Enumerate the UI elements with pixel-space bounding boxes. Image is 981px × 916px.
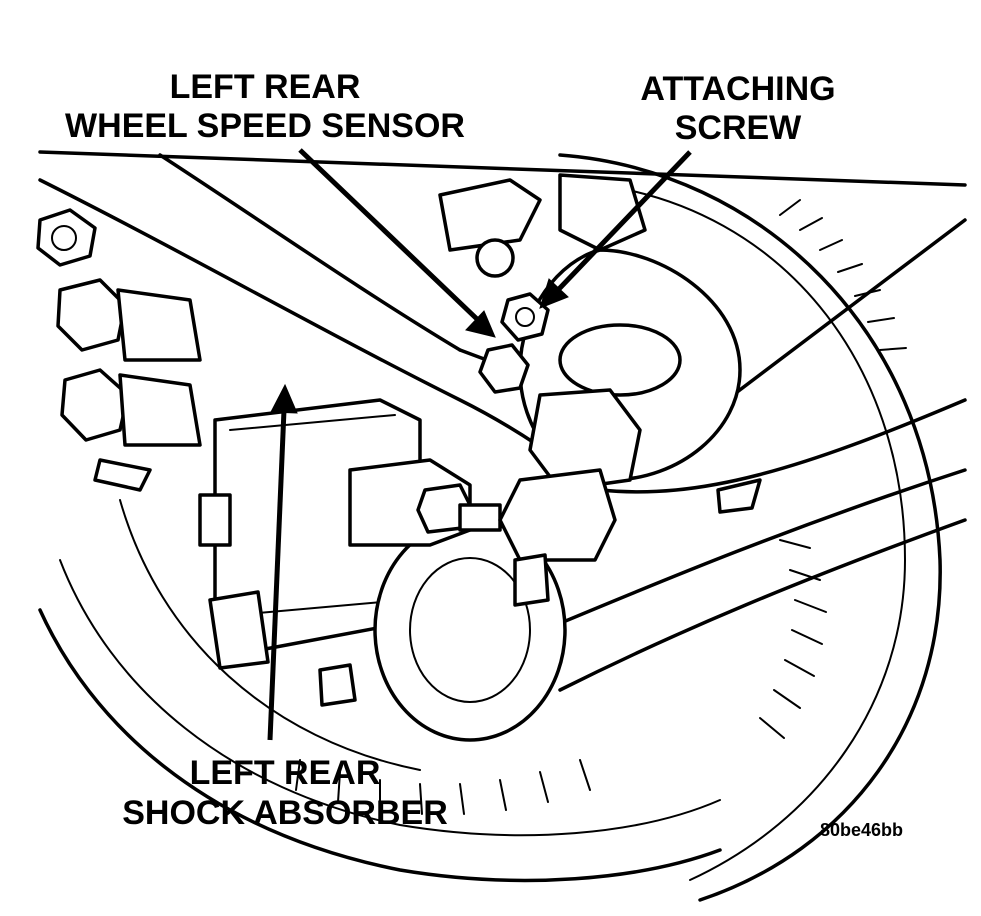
callout-line: SHOCK ABSORBER bbox=[122, 794, 448, 832]
leader-shock bbox=[267, 383, 298, 741]
tone-ring-teeth bbox=[295, 199, 907, 815]
shock-absorber-body bbox=[198, 398, 567, 742]
brake-rotor bbox=[38, 153, 942, 902]
figure-id: 80be46bb bbox=[820, 820, 904, 840]
attaching-screw-callout: ATTACHING SCREW bbox=[628, 72, 848, 145]
callout-line: LEFT REAR bbox=[169, 68, 361, 106]
callout-line: WHEEL SPEED SENSOR bbox=[65, 107, 465, 145]
leader-sensor bbox=[298, 148, 496, 338]
leader-screw bbox=[539, 150, 692, 309]
sensor-mount bbox=[438, 173, 742, 607]
callout-line: ATTACHING bbox=[640, 70, 836, 108]
left-bolts bbox=[36, 208, 202, 492]
callout-line: LEFT REAR bbox=[189, 754, 381, 792]
shock-absorber-callout: LEFT REAR SHOCK ABSORBER bbox=[100, 756, 470, 830]
callout-line: SCREW bbox=[674, 109, 802, 147]
wheel-speed-sensor-callout: LEFT REAR WHEEL SPEED SENSOR bbox=[45, 70, 485, 143]
lower-arm bbox=[518, 468, 967, 692]
